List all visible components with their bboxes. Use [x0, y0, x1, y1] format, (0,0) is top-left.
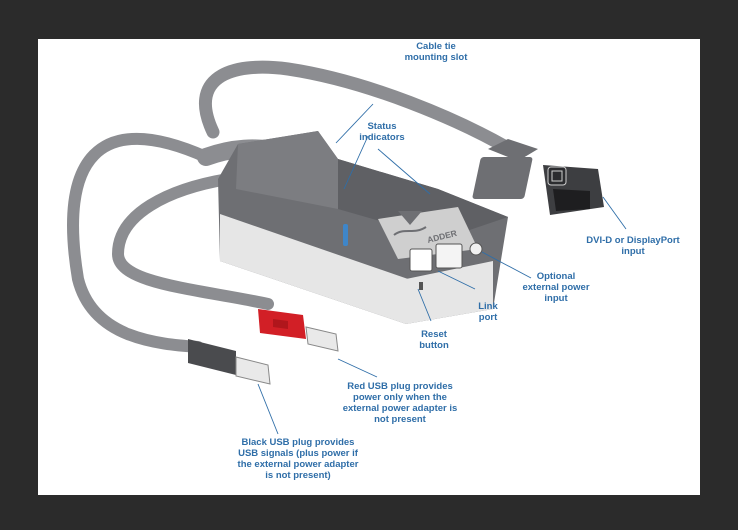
leader-power	[481, 251, 532, 279]
label-reset-button: Reset button	[419, 329, 449, 351]
label-black-usb: Black USB plug provides USB signals (plu…	[237, 437, 359, 481]
status-led	[343, 224, 348, 246]
dvi-cable	[199, 60, 520, 158]
label-power-input: Optional external power input	[522, 271, 590, 304]
label-red-usb: Red USB plug provides power only when th…	[342, 381, 458, 425]
label-dvi-input: DVI-D or DisplayPort input	[586, 235, 680, 257]
black-usb-plug	[188, 339, 271, 385]
usb-cable-red	[111, 173, 274, 310]
dvi-connector	[472, 139, 604, 215]
leader-reset	[417, 288, 432, 322]
leader-link	[437, 270, 476, 290]
leader-red-usb	[337, 358, 378, 378]
label-link-port: Link port	[478, 301, 498, 323]
diagram-panel: ADDER Cable tie mounting slot Status ind…	[38, 39, 700, 495]
leader-dvi	[602, 196, 627, 230]
usb-cable-black	[67, 133, 212, 353]
device-body	[218, 131, 508, 324]
leader-status-2	[377, 148, 431, 195]
leader-black-usb	[257, 383, 279, 435]
adder-wave-logo-icon	[393, 211, 427, 236]
leader-cable-tie	[335, 103, 374, 144]
label-status-indicators: Status indicators	[359, 121, 405, 143]
leader-status	[343, 135, 369, 190]
red-usb-plug	[258, 309, 339, 352]
device-illustration: ADDER	[67, 60, 627, 435]
label-cable-tie: Cable tie mounting slot	[404, 41, 468, 63]
